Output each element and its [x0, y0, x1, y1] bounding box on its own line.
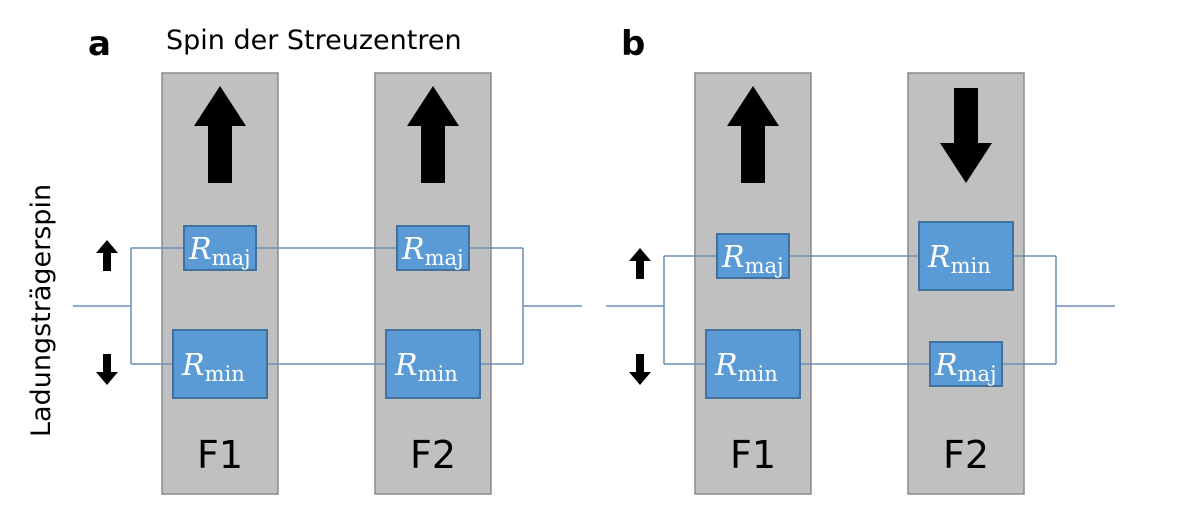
- resistor-label: Rmin: [927, 240, 991, 278]
- resistor-box: [716, 233, 790, 279]
- carrier-spin-label: Ladungsträgerspin: [26, 184, 57, 437]
- resistor-label: Rmin: [181, 348, 245, 386]
- layer-name: F1: [197, 433, 243, 477]
- resistor-label: Rmaj: [721, 240, 784, 278]
- spin-up-arrow-icon: [727, 86, 779, 183]
- resistor-label: Rmaj: [401, 232, 464, 270]
- resistor-box: [172, 329, 268, 399]
- resistor-label: Rmaj: [188, 232, 251, 270]
- panel-letter: a: [88, 24, 111, 64]
- spin-up-arrow-icon: [194, 86, 246, 183]
- spin-down-arrow-icon: [940, 88, 992, 183]
- layer-name: F2: [943, 433, 989, 477]
- carrier-spin-up-icon: [96, 240, 118, 271]
- resistor-label: Rmaj: [934, 348, 997, 386]
- resistor-box: [385, 329, 481, 399]
- diagram-title: Spin der Streuzentren: [166, 25, 462, 56]
- resistor-box: [929, 341, 1003, 387]
- resistor-box: [918, 221, 1014, 291]
- resistor-box: [396, 225, 470, 271]
- resistor-box: [705, 329, 801, 399]
- carrier-spin-up-icon: [629, 248, 651, 279]
- spin-up-arrow-icon: [407, 86, 459, 183]
- layer-name: F2: [410, 433, 456, 477]
- carrier-spin-down-icon: [96, 354, 118, 385]
- carrier-spin-down-icon: [629, 354, 651, 385]
- layer-name: F1: [730, 433, 776, 477]
- panel-letter: b: [621, 24, 645, 64]
- resistor-box: [183, 225, 257, 271]
- resistor-label: Rmin: [394, 348, 458, 386]
- resistor-label: Rmin: [714, 348, 778, 386]
